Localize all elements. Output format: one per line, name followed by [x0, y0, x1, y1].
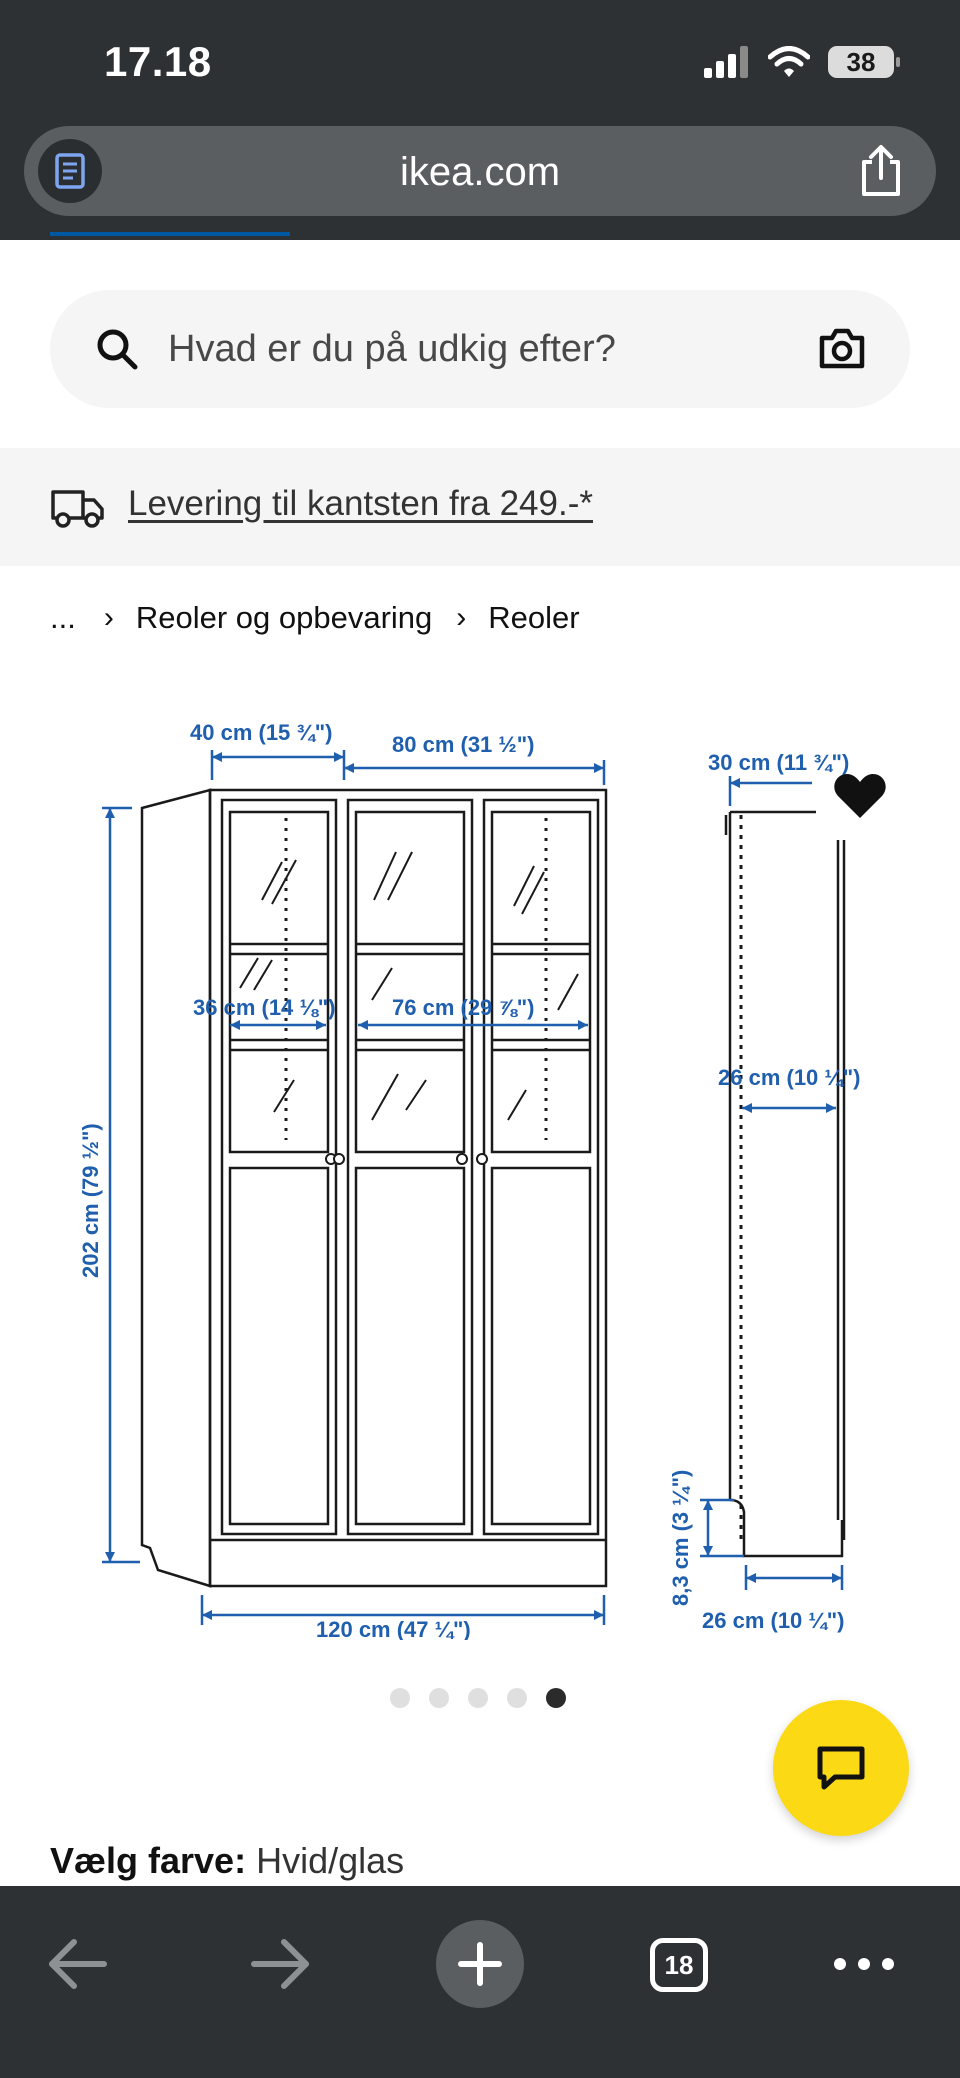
search-input[interactable]: Hvad er du på udkig efter? [50, 290, 910, 408]
dim-side-depth-top: 30 cm (11 ¾") [708, 750, 849, 775]
carousel-dot[interactable] [468, 1688, 488, 1708]
dim-plinth-height: 8,3 cm (3 ¼") [668, 1470, 693, 1606]
status-icons: 38 [704, 46, 900, 78]
chat-button[interactable] [773, 1700, 909, 1836]
breadcrumb-item[interactable]: Reoler [488, 600, 580, 635]
browser-toolbar: ikea.com [0, 120, 960, 240]
status-bar: 17.18 38 [0, 0, 960, 120]
status-time: 17.18 [104, 38, 212, 85]
delivery-banner: Levering til kantsten fra 249.-* [0, 448, 960, 566]
dim-height: 202 cm (79 ½") [78, 1123, 103, 1278]
chevron-right-icon: › [103, 601, 114, 634]
battery-icon: 38 [828, 46, 900, 78]
browser-bottom-bar: 18 [0, 1886, 960, 2078]
truck-icon [51, 490, 104, 528]
more-icon[interactable] [832, 1950, 896, 1978]
dim-inner-right: 76 cm (29 ⅞") [392, 995, 535, 1020]
reader-icon[interactable] [38, 139, 102, 203]
back-icon[interactable] [46, 1936, 110, 1992]
share-icon[interactable] [856, 144, 906, 198]
carousel-dot[interactable] [507, 1688, 527, 1708]
dim-front-left-width: 40 cm (15 ¾") [190, 720, 333, 745]
tab-count: 18 [664, 1949, 694, 1980]
carousel-dot[interactable] [429, 1688, 449, 1708]
color-label: Vælg farve: [50, 1840, 247, 1881]
breadcrumb: ... › Reoler og opbevaring › Reoler [50, 600, 580, 636]
color-selector[interactable]: Vælg farve: Hvid/glas [50, 1840, 404, 1882]
signal-icon [704, 46, 748, 78]
heart-icon[interactable] [832, 770, 888, 822]
dim-side-bottom-depth: 26 cm (10 ¼") [702, 1608, 845, 1633]
url-bar[interactable]: ikea.com [24, 126, 936, 216]
nav-underline [50, 232, 290, 236]
search-placeholder[interactable]: Hvad er du på udkig efter? [168, 328, 616, 370]
camera-icon[interactable] [818, 326, 866, 370]
color-value: Hvid/glas [256, 1840, 405, 1881]
dim-inner-left: 36 cm (14 ⅛") [193, 995, 336, 1020]
product-dimension-image[interactable]: 40 cm (15 ¾") 80 cm (31 ½") 36 cm (14 ⅛"… [0, 700, 960, 1640]
dim-total-width: 120 cm (47 ¼") [316, 1617, 471, 1640]
chevron-right-icon: › [456, 601, 467, 634]
url-text[interactable]: ikea.com [399, 150, 561, 194]
forward-icon[interactable] [248, 1936, 312, 1992]
breadcrumb-item[interactable]: Reoler og opbevaring [135, 600, 433, 635]
new-tab-icon[interactable] [436, 1920, 524, 2008]
dim-side-inner-depth: 26 cm (10 ¼") [718, 1065, 861, 1090]
carousel-dots [390, 1688, 566, 1708]
search-icon[interactable] [94, 326, 140, 372]
delivery-link[interactable]: Levering til kantsten fra 249.-* [128, 484, 593, 523]
chat-icon [817, 1746, 865, 1790]
wifi-icon [768, 46, 810, 77]
battery-level: 38 [846, 46, 876, 77]
breadcrumb-ellipsis[interactable]: ... [50, 600, 76, 635]
dim-front-right-width: 80 cm (31 ½") [392, 732, 535, 757]
carousel-dot[interactable] [390, 1688, 410, 1708]
carousel-dot-active[interactable] [546, 1688, 566, 1708]
tabs-icon[interactable]: 18 [650, 1938, 708, 1992]
